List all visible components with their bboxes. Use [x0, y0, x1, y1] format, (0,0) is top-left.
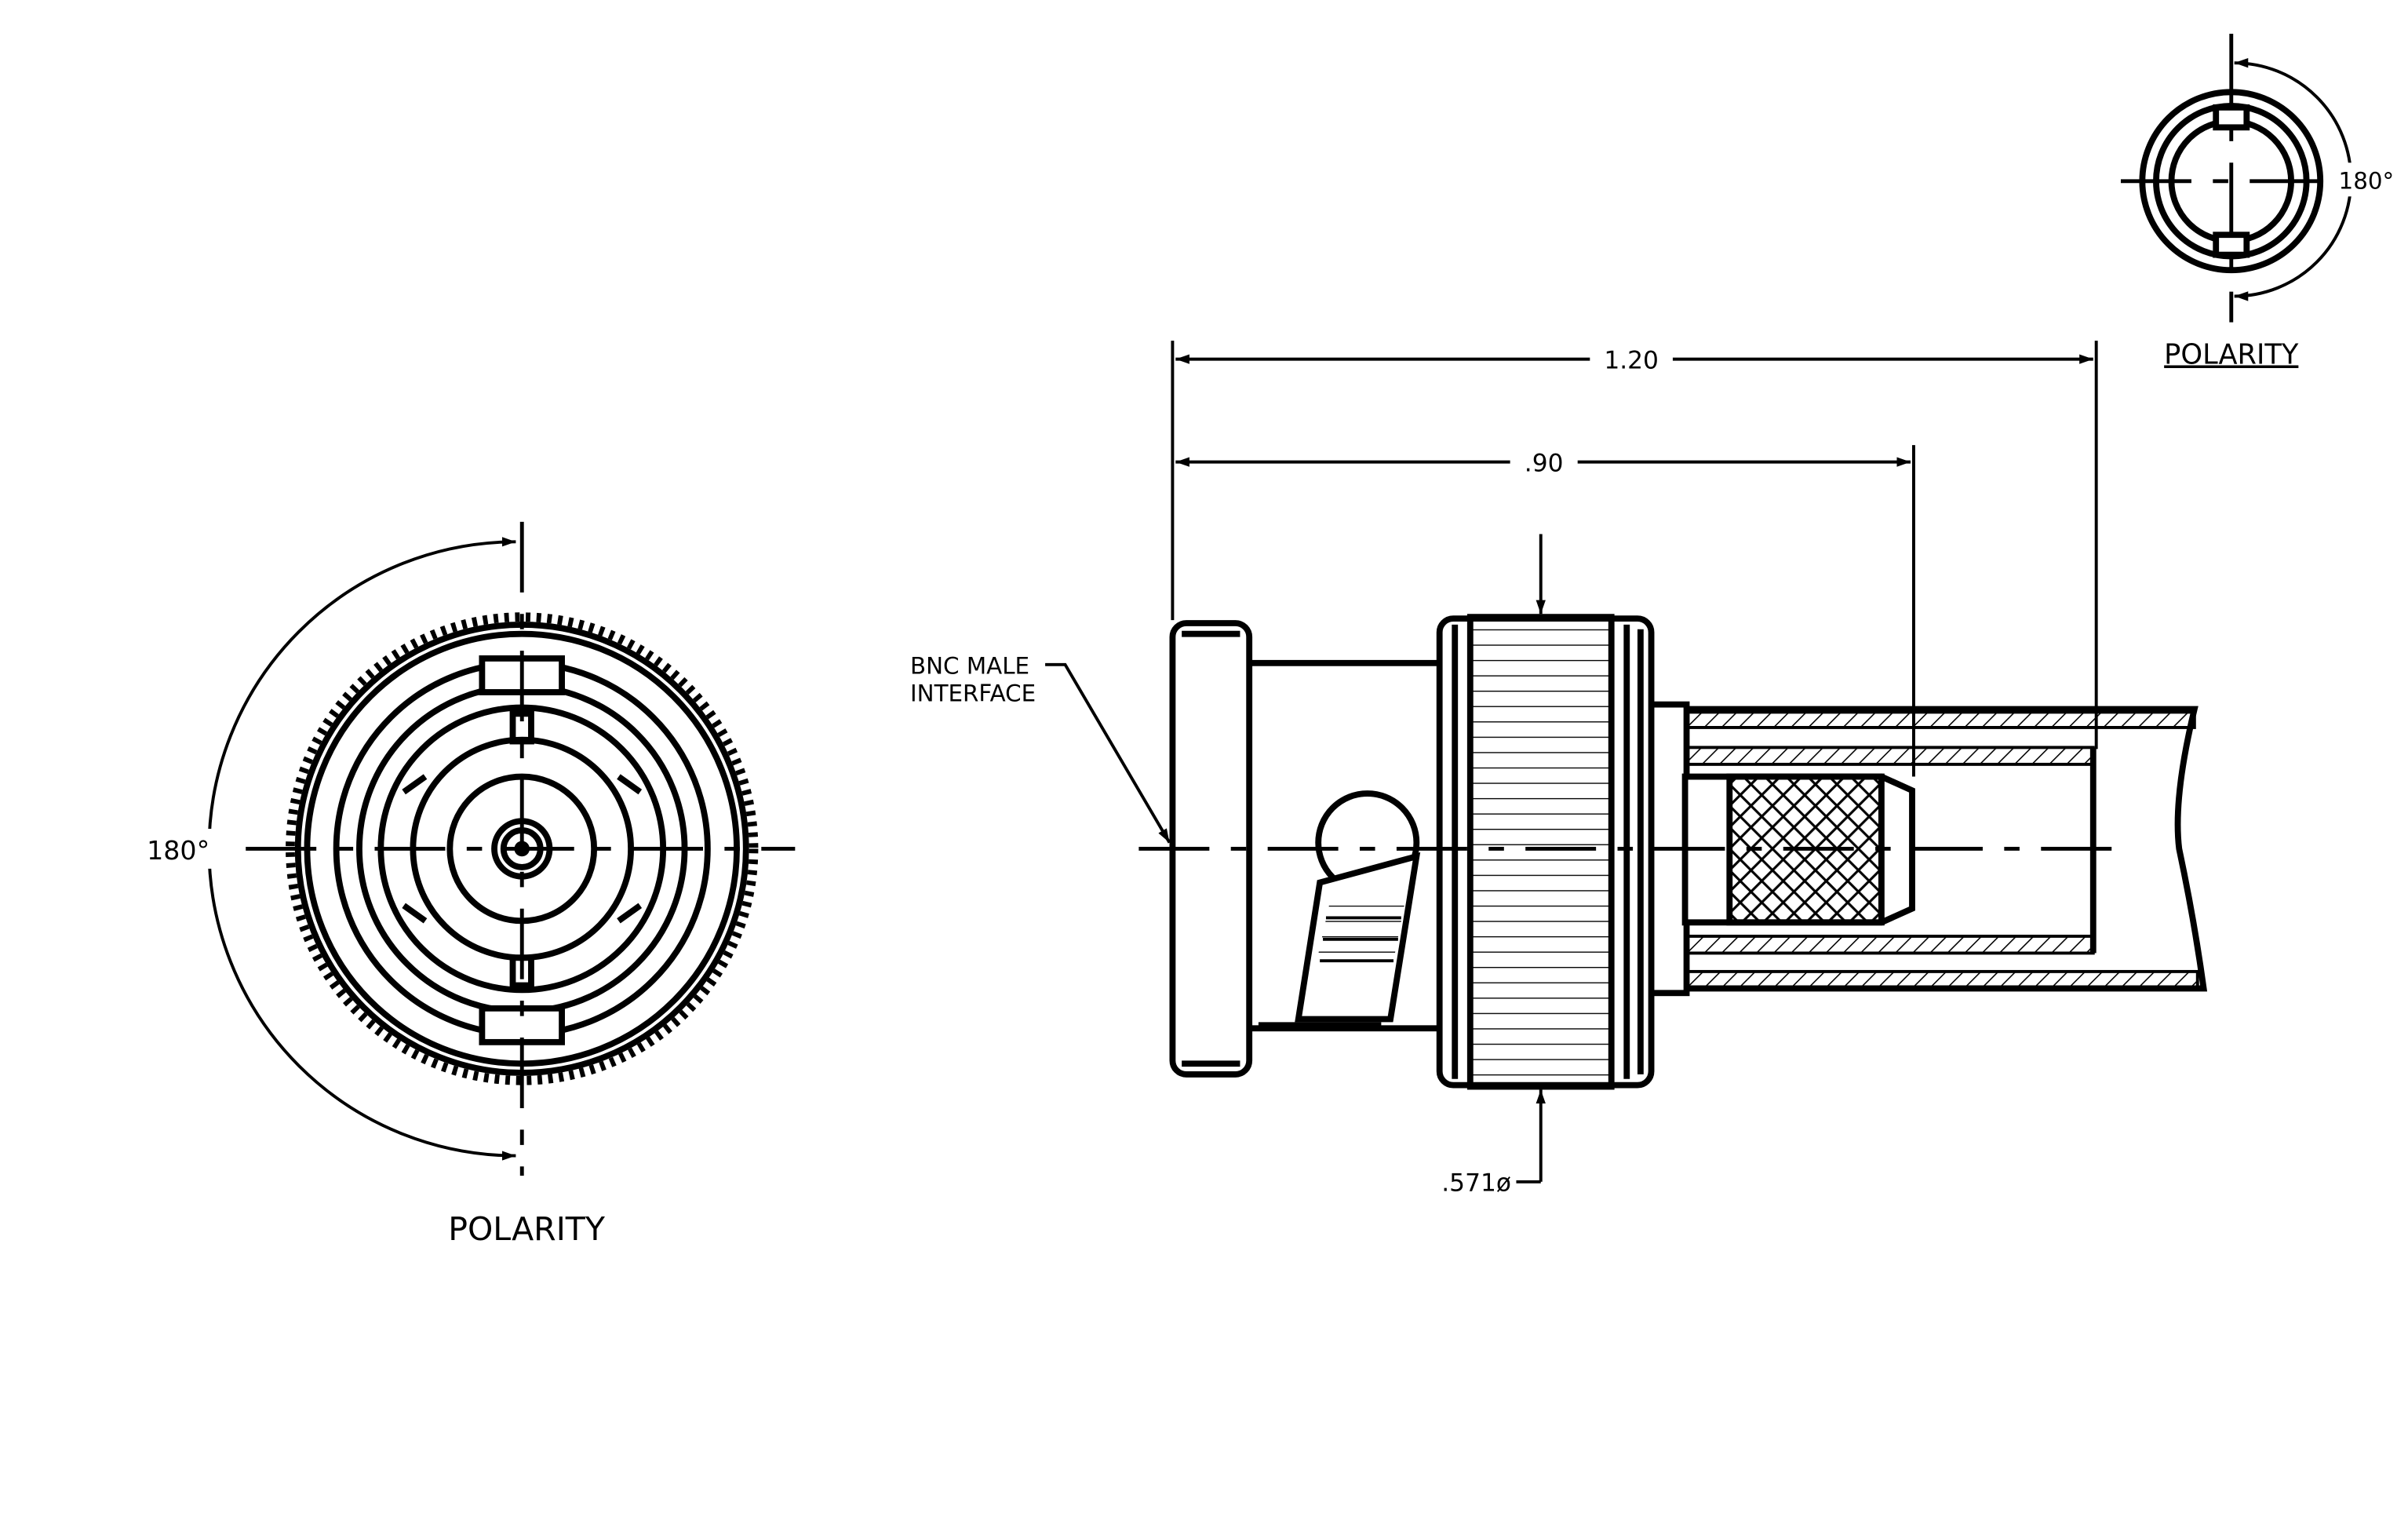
partial-length-dim: .90 [1525, 449, 1564, 477]
interface-callout-line2: INTERFACE [910, 680, 1036, 707]
right-polarity-title: POLARITY [2164, 338, 2299, 370]
left-front-view: 180° POLARITY [141, 521, 796, 1248]
diameter-dim: .571ø [1441, 1169, 1511, 1198]
knurled-coupling-ring [286, 612, 759, 1085]
interface-callout-line1: BNC MALE [910, 653, 1029, 680]
cable-jacket-top [1683, 710, 2196, 729]
left-angle-label: 180° [147, 835, 209, 866]
right-polarity-view: 180° POLARITY [2120, 34, 2400, 370]
coupling-nut-knurl [1466, 614, 1615, 1090]
right-angle-label: 180° [2339, 168, 2395, 195]
overall-length-dim: 1.20 [1604, 346, 1659, 374]
side-view: 1.20 .90 .571ø BNC MALE INTERFACE [910, 341, 2208, 1198]
left-polarity-title: POLARITY [448, 1210, 606, 1248]
cable-jacket-bottom [1683, 969, 2199, 989]
